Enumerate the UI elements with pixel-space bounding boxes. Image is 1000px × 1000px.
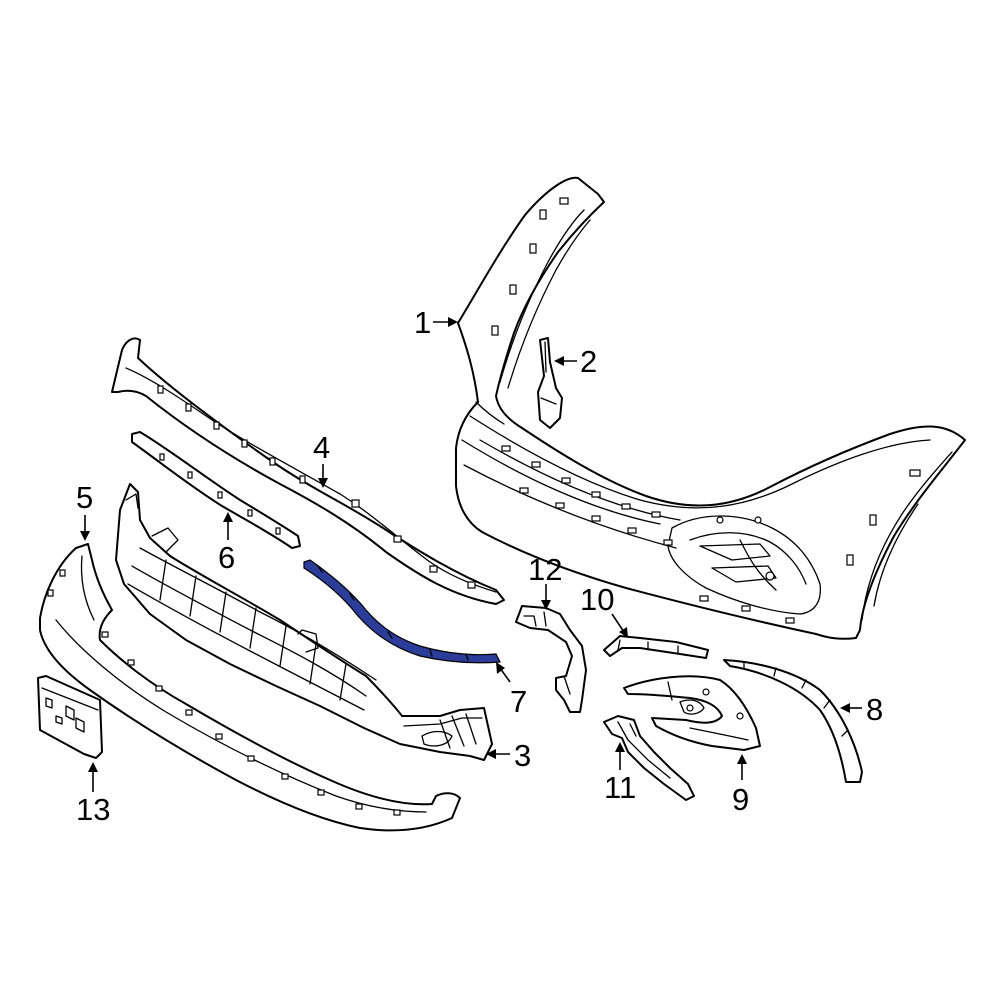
part-9-fog-housing <box>623 675 761 751</box>
part-1-bumper-cover <box>455 176 966 640</box>
part-7-trim-strip-highlighted <box>303 559 501 664</box>
part-13-plate-bracket <box>37 675 103 759</box>
part-8-arch-trim <box>723 659 863 783</box>
callout-5: 5 <box>76 480 93 515</box>
part-2-bracket <box>537 337 563 429</box>
callout-9: 9 <box>732 782 749 817</box>
part-6-trim-strip <box>131 431 301 549</box>
part-11-side-bracket <box>603 715 695 801</box>
callout-3: 3 <box>514 738 531 773</box>
callout-labels: 1 2 3 4 5 6 7 8 9 10 11 12 13 <box>76 305 883 827</box>
part-3-lower-grille <box>115 483 493 761</box>
callout-10: 10 <box>580 582 614 617</box>
callout-13: 13 <box>76 792 110 827</box>
callout-7: 7 <box>510 684 527 719</box>
leader-lines <box>80 317 862 792</box>
callout-6: 6 <box>218 540 235 575</box>
callout-1: 1 <box>414 305 431 340</box>
part-4-upper-trim <box>111 337 505 605</box>
callout-8: 8 <box>866 692 883 727</box>
part-12-bracket <box>515 605 587 713</box>
part-7-shape <box>303 559 501 664</box>
part-10-fog-trim <box>603 635 709 659</box>
part-5-lower-spoiler <box>39 543 461 832</box>
callout-2: 2 <box>580 344 597 379</box>
callout-12: 12 <box>528 552 562 587</box>
callout-11: 11 <box>604 770 636 805</box>
callout-4: 4 <box>313 430 330 465</box>
